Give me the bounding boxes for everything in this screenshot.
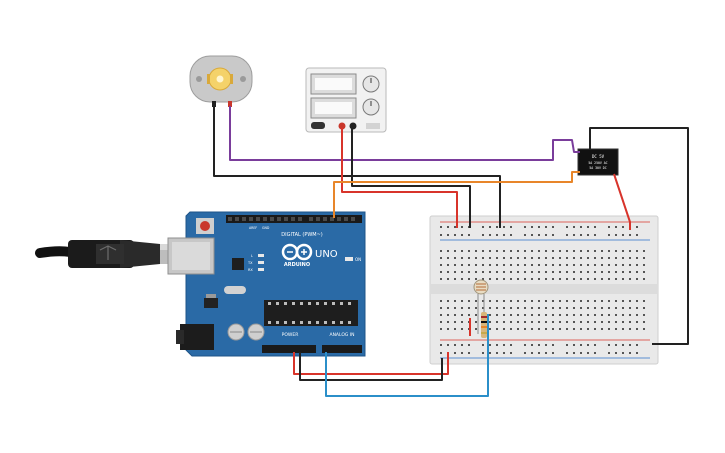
gnd-label: GND [262, 226, 270, 230]
arduino-logo-icon [281, 243, 313, 261]
digital-label: DIGITAL (PWM~) [281, 232, 323, 238]
photoresistor [473, 279, 489, 334]
on-led-label: ON [355, 257, 361, 262]
relay-line2: 5A 250V AC [588, 161, 607, 165]
wire-psu-negative [351, 128, 471, 228]
brand-label: ARDUINO [284, 262, 310, 268]
relay-line1: DC 5V [592, 154, 605, 159]
analog-label: ANALOG IN [329, 332, 354, 338]
wire-signal-relay [333, 171, 580, 218]
power-label: POWER [282, 332, 299, 338]
relay-line3: 5A 30V DC [589, 166, 606, 170]
relay: DC 5V 5A 250V AC 5A 30V DC [577, 148, 619, 176]
arduino-uno-board: DIGITAL (PWM~) AREF GND ARDUINO UNO L TX… [167, 211, 366, 357]
power-supply [305, 67, 387, 133]
wire-motor-gnd [213, 106, 501, 228]
wire-psu-positive [341, 128, 458, 228]
wires [213, 106, 689, 397]
wire-relay-power [613, 173, 631, 230]
rx-led-label: RX [248, 268, 253, 272]
wire-5v [293, 352, 449, 375]
wire-analog [325, 314, 489, 397]
wire-relay-gnd [589, 127, 689, 345]
model-label: UNO [315, 249, 338, 260]
wire-gnd [299, 352, 443, 381]
breadboard [429, 215, 659, 365]
wire-motor-relay [229, 106, 580, 161]
usb-icon [99, 245, 117, 260]
breadboard-holes [440, 226, 645, 354]
resistor [481, 312, 487, 338]
l-led-label: L [251, 254, 253, 258]
tx-led-label: TX [247, 261, 253, 265]
aref-label: AREF [249, 226, 257, 230]
dc-motor [189, 55, 253, 107]
